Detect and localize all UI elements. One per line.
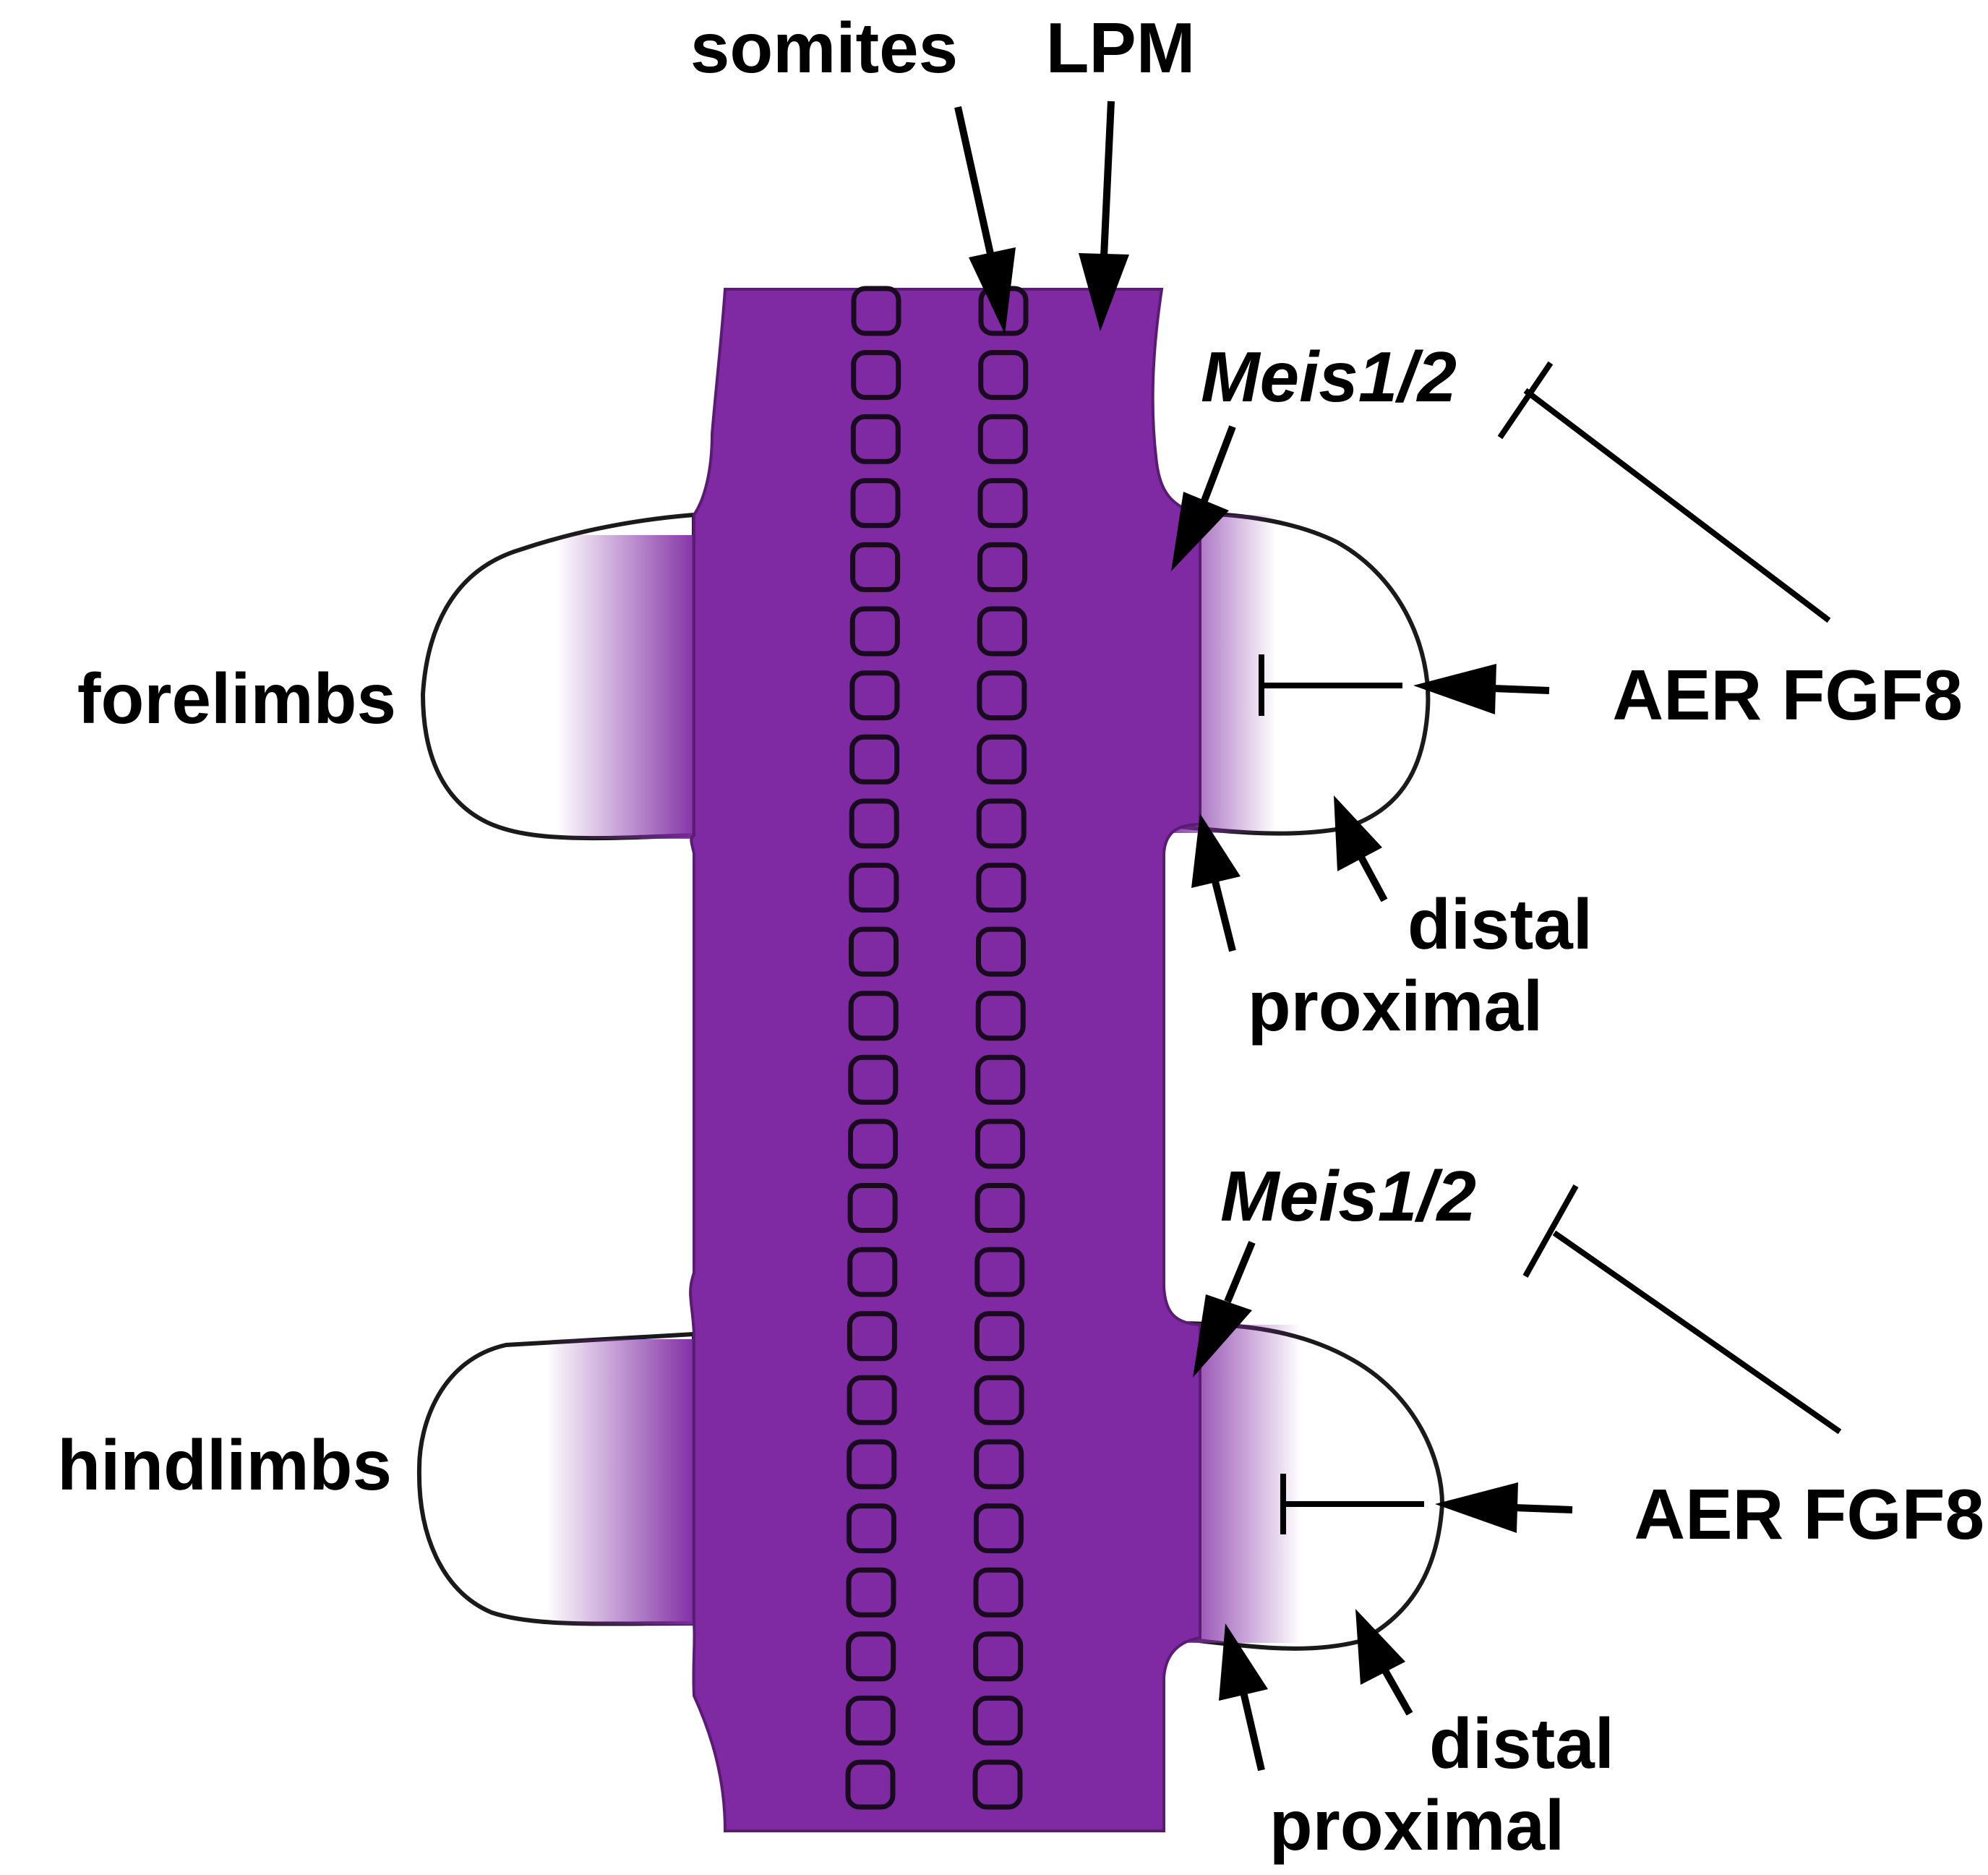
labels: somites LPM Meis1/2 Meis1/2 forelimbs hi… <box>57 8 1984 1865</box>
somite <box>849 670 900 721</box>
forelimb-distal-arrow-shaft <box>1355 851 1388 902</box>
forelimb-meis-arrow-head <box>1171 492 1229 571</box>
somite <box>974 1311 1024 1362</box>
somite <box>847 1311 897 1362</box>
somite <box>848 991 899 1041</box>
somites-arrow-shaft <box>954 106 995 262</box>
forelimb-proximal-arrow-shaft <box>1211 877 1236 952</box>
somite <box>976 798 1027 849</box>
forelimb-meis-arrow-shaft <box>1200 425 1236 504</box>
somite <box>849 734 900 785</box>
somite <box>977 478 1028 529</box>
forelimb-meis-label: Meis1/2 <box>1201 337 1457 417</box>
hindlimb-aer-meis-inhibition <box>1552 1230 1842 1435</box>
hindlimb-distal-arrow-shaft <box>1379 1665 1413 1716</box>
hindlimb-aer-arrow-shaft <box>1514 1504 1573 1513</box>
forelimb-proximal-arrow-head <box>1191 813 1241 888</box>
hindlimb-proximal-label: proximal <box>1269 1785 1564 1865</box>
somite <box>975 1054 1026 1105</box>
lpm-arrow-head <box>1079 253 1129 331</box>
somite <box>846 1567 896 1618</box>
hindlimb-aer-arrow-head <box>1435 1482 1518 1533</box>
pointer-arrows <box>954 101 1573 1772</box>
somite <box>977 414 1028 464</box>
hindlimb-left-fade <box>546 1339 698 1625</box>
somite <box>977 734 1027 785</box>
somite <box>848 1054 899 1105</box>
forelimbs-label: forelimbs <box>77 659 396 738</box>
hindlimb-distal-arrow-head <box>1355 1609 1405 1685</box>
somite <box>977 542 1028 592</box>
somite <box>977 606 1027 657</box>
somite <box>976 926 1026 977</box>
somite-columns <box>845 286 1029 1810</box>
somite <box>850 542 901 592</box>
somite <box>848 1119 898 1169</box>
somite <box>850 414 901 464</box>
hindlimb-proximal-arrow-head <box>1219 1623 1268 1701</box>
somite <box>972 1695 1023 1746</box>
somites-arrow-head <box>969 247 1016 334</box>
somite <box>850 478 901 529</box>
somite <box>974 1439 1024 1490</box>
forelimb-left-fade <box>557 535 701 839</box>
somite <box>975 1119 1025 1169</box>
somite <box>974 1183 1025 1233</box>
somite <box>851 286 901 336</box>
trunk <box>689 288 1201 1832</box>
forelimb-aer-arrow-shaft <box>1492 685 1550 694</box>
somite <box>977 670 1027 721</box>
hindlimb-distal-label: distal <box>1429 1704 1614 1783</box>
somite <box>847 1375 897 1425</box>
hindlimb-meis-arrow-shaft <box>1224 1241 1256 1303</box>
somite <box>849 926 899 977</box>
somite <box>847 1439 897 1490</box>
forelimb-right-bud <box>1154 511 1431 836</box>
hindlimb-proximal-arrow-shaft <box>1240 1691 1265 1772</box>
somite <box>845 1695 896 1746</box>
forelimb-distal-label: distal <box>1408 884 1593 964</box>
somite <box>849 863 899 913</box>
hindlimb-aer-label: AER FGF8 <box>1634 1474 1984 1554</box>
trunk-body <box>689 288 1201 1832</box>
hindlimb-meis-arrow-head <box>1193 1294 1252 1378</box>
forelimb-aer-meis-inhibition-bar <box>1497 361 1554 440</box>
somite <box>849 606 900 657</box>
lpm-label: LPM <box>1046 8 1196 87</box>
somite <box>845 1759 896 1810</box>
somite <box>847 1183 898 1233</box>
hindlimb-aer-meis-inhibition-bar <box>1522 1184 1579 1278</box>
somite <box>973 1631 1024 1682</box>
somite <box>846 1503 896 1554</box>
somite <box>851 350 901 401</box>
somite <box>974 1375 1024 1425</box>
somite <box>846 1631 896 1682</box>
somite <box>847 1247 898 1297</box>
somite <box>974 1247 1025 1297</box>
somites-label: somites <box>690 8 958 87</box>
forelimb-aer-meis-inhibition <box>1523 388 1831 623</box>
somite <box>973 1567 1024 1618</box>
hindlimb-meis-label: Meis1/2 <box>1220 1156 1476 1236</box>
forelimb-aer-arrow-head <box>1413 664 1496 714</box>
inhibition-lines <box>1259 361 1842 1534</box>
somite <box>973 1503 1024 1554</box>
hindlimbs-label: hindlimbs <box>57 1425 392 1505</box>
forelimb-proximal-label: proximal <box>1248 966 1543 1046</box>
lpm-arrow-shaft <box>1100 101 1115 257</box>
forelimb-distal-arrow-head <box>1334 795 1382 871</box>
somite <box>849 798 899 849</box>
forelimb-aer-label: AER FGF8 <box>1612 655 1963 735</box>
somite <box>976 863 1027 913</box>
somite <box>975 991 1026 1041</box>
somite <box>978 350 1029 401</box>
somite <box>972 1759 1023 1810</box>
